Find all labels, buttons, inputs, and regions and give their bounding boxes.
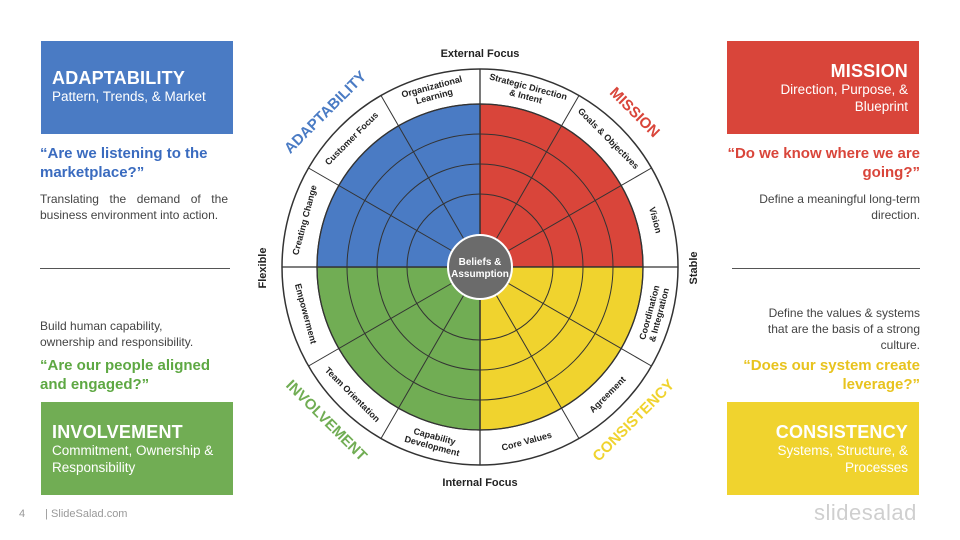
wheel-center-circle <box>447 234 513 300</box>
segment-divider-12 <box>380 95 465 240</box>
consistency-title: CONSISTENCY <box>775 422 908 442</box>
consistency-subtitle-line2: Processes <box>844 460 908 475</box>
right-divider <box>732 268 920 269</box>
segment-divider-8 <box>380 294 465 439</box>
left-divider <box>40 268 230 269</box>
adaptability-subtitle: Pattern, Trends, & Market <box>52 89 206 104</box>
mission-description-line2: direction. <box>871 208 920 222</box>
involvement-quote: “Are our people aligned and engaged?” <box>40 357 211 393</box>
footer-link[interactable]: | SlideSalad.com <box>45 508 128 520</box>
axis-label-top: External Focus <box>441 48 520 60</box>
mission-card: MISSION Direction, Purpose, & Blueprint <box>727 41 919 134</box>
wheel-segment-dividers <box>282 69 678 465</box>
axis-label-right: Stable <box>688 251 700 284</box>
adaptability-card: ADAPTABILITY Pattern, Trends, & Market <box>41 41 233 134</box>
mission-subtitle-line1: Direction, Purpose, & <box>780 82 908 97</box>
mission-description: Define a meaningful long-term direction. <box>720 191 920 223</box>
segment-divider-6 <box>495 294 580 439</box>
center-label-line1: Beliefs & <box>459 257 502 268</box>
consistency-card: CONSISTENCY Systems, Structure, & Proces… <box>727 402 919 495</box>
segment-divider-2 <box>495 95 580 240</box>
wheel-quadrants <box>316 103 644 431</box>
mission-title: MISSION <box>830 61 908 81</box>
axis-label-bottom: Internal Focus <box>442 477 517 489</box>
involvement-title: INVOLVEMENT <box>52 422 183 442</box>
segment-divider-11 <box>308 167 453 252</box>
consistency-description: Define the values & systems that are the… <box>720 305 920 353</box>
adaptability-title: ADAPTABILITY <box>52 68 186 88</box>
mission-quote: “Do we know where we are going?” <box>720 144 920 182</box>
segment-divider-5 <box>507 282 652 367</box>
segment-divider-9 <box>308 282 453 367</box>
consistency-description-line1: Define the values & systems <box>768 306 920 320</box>
mission-quote-line2: going?” <box>862 164 920 181</box>
mission-description-line1: Define a meaningful long-term <box>759 192 920 206</box>
slide-number: 4 <box>19 508 26 520</box>
consistency-quote: “Does our system create leverage?” <box>720 356 920 394</box>
involvement-card: INVOLVEMENT Commitment, Ownership & Resp… <box>41 402 233 495</box>
mission-quote-line1: “Do we know where we are <box>727 145 920 162</box>
center-label-line2: Assumption <box>451 269 509 280</box>
adaptability-description: Translating the demand of the business e… <box>40 192 228 222</box>
consistency-quote-line2: leverage?” <box>842 376 920 393</box>
footer: 4 | SlideSalad.com <box>19 508 127 520</box>
consistency-quote-line1: “Does our system create <box>743 357 920 374</box>
adaptability-quote: “Are we listening to the marketplace?” <box>40 145 208 181</box>
consistency-description-line2: that are the basis of a strong <box>767 322 920 336</box>
consistency-subtitle-line1: Systems, Structure, & <box>777 443 908 458</box>
mission-subtitle-line2: Blueprint <box>854 99 908 114</box>
segment-divider-3 <box>507 167 652 252</box>
brand-logo: slidesalad <box>814 500 917 525</box>
consistency-description-line3: culture. <box>880 338 920 352</box>
involvement-subtitle: Commitment, Ownership & Responsibility <box>52 443 214 475</box>
axis-label-left: Flexible <box>257 248 269 289</box>
involvement-description: Build human capability, ownership and re… <box>40 319 194 349</box>
